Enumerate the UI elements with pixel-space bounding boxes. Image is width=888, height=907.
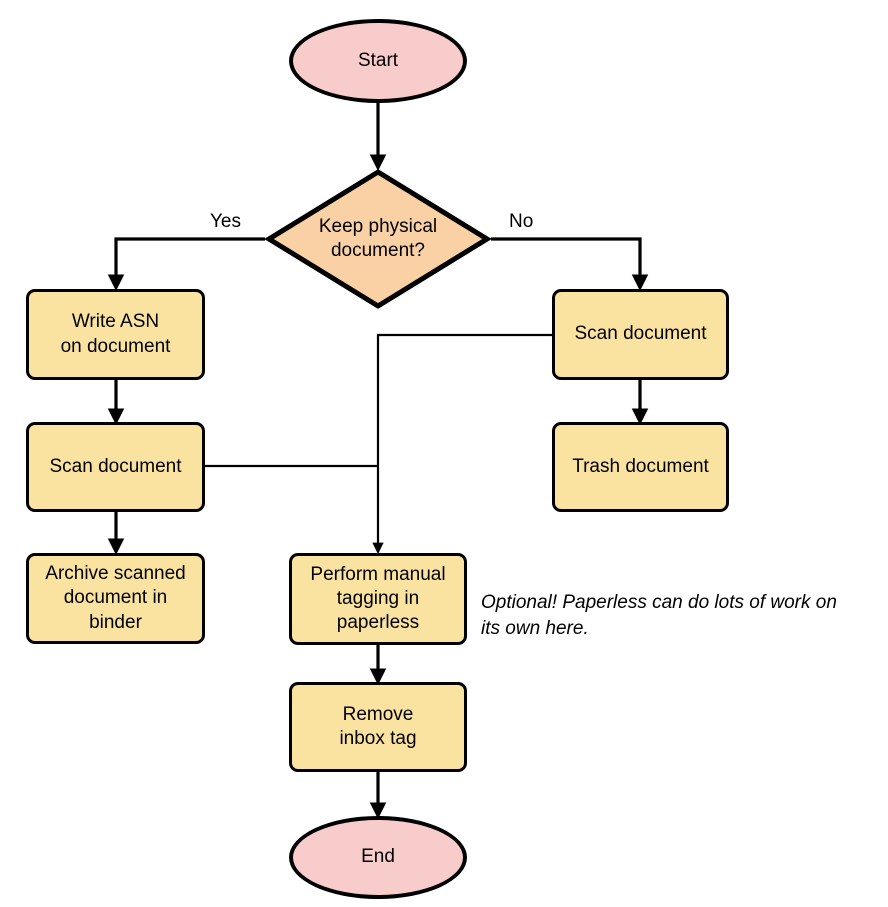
node-scan-document-left-label: Scan document [49, 455, 182, 477]
edge-label-yes: Yes [210, 211, 241, 232]
node-remove-inbox-tag[interactable]: Remove inbox tag [289, 682, 467, 772]
node-end-label: End [361, 846, 395, 868]
node-start-label: Start [357, 49, 399, 71]
node-archive-binder-label: Archive scanned document in binder [45, 563, 186, 633]
node-manual-tagging[interactable]: Perform manual tagging in paperless [289, 553, 467, 645]
edge-scanright-to-tagging [372, 333, 552, 555]
node-trash-document-label: Trash document [572, 455, 709, 477]
decision-diamond-shape [264, 169, 492, 309]
node-decision-label: Keep physical document? [318, 215, 438, 261]
edge-decision-no [491, 237, 649, 291]
node-scan-document-right[interactable]: Scan document [552, 289, 729, 380]
edge-decision-yes [107, 237, 265, 291]
node-archive-binder[interactable]: Archive scanned document in binder [26, 553, 205, 644]
node-scan-document-left[interactable]: Scan document [26, 422, 205, 512]
node-end[interactable]: End [289, 816, 467, 899]
node-write-asn[interactable]: Write ASN on document [26, 289, 205, 380]
node-write-asn-label: Write ASN on document [60, 311, 171, 357]
node-decision-label-wrap: Keep physical document? [265, 168, 491, 310]
edge-label-no: No [509, 211, 534, 232]
node-remove-inbox-tag-label: Remove inbox tag [339, 703, 417, 749]
node-decision[interactable]: Keep physical document? [264, 168, 492, 310]
node-start[interactable]: Start [289, 19, 467, 103]
node-scan-document-right-label: Scan document [574, 323, 707, 345]
node-trash-document[interactable]: Trash document [552, 422, 729, 512]
node-manual-tagging-label: Perform manual tagging in paperless [310, 563, 446, 634]
annotation-optional-note: Optional! Paperless can do lots of work … [481, 592, 837, 639]
